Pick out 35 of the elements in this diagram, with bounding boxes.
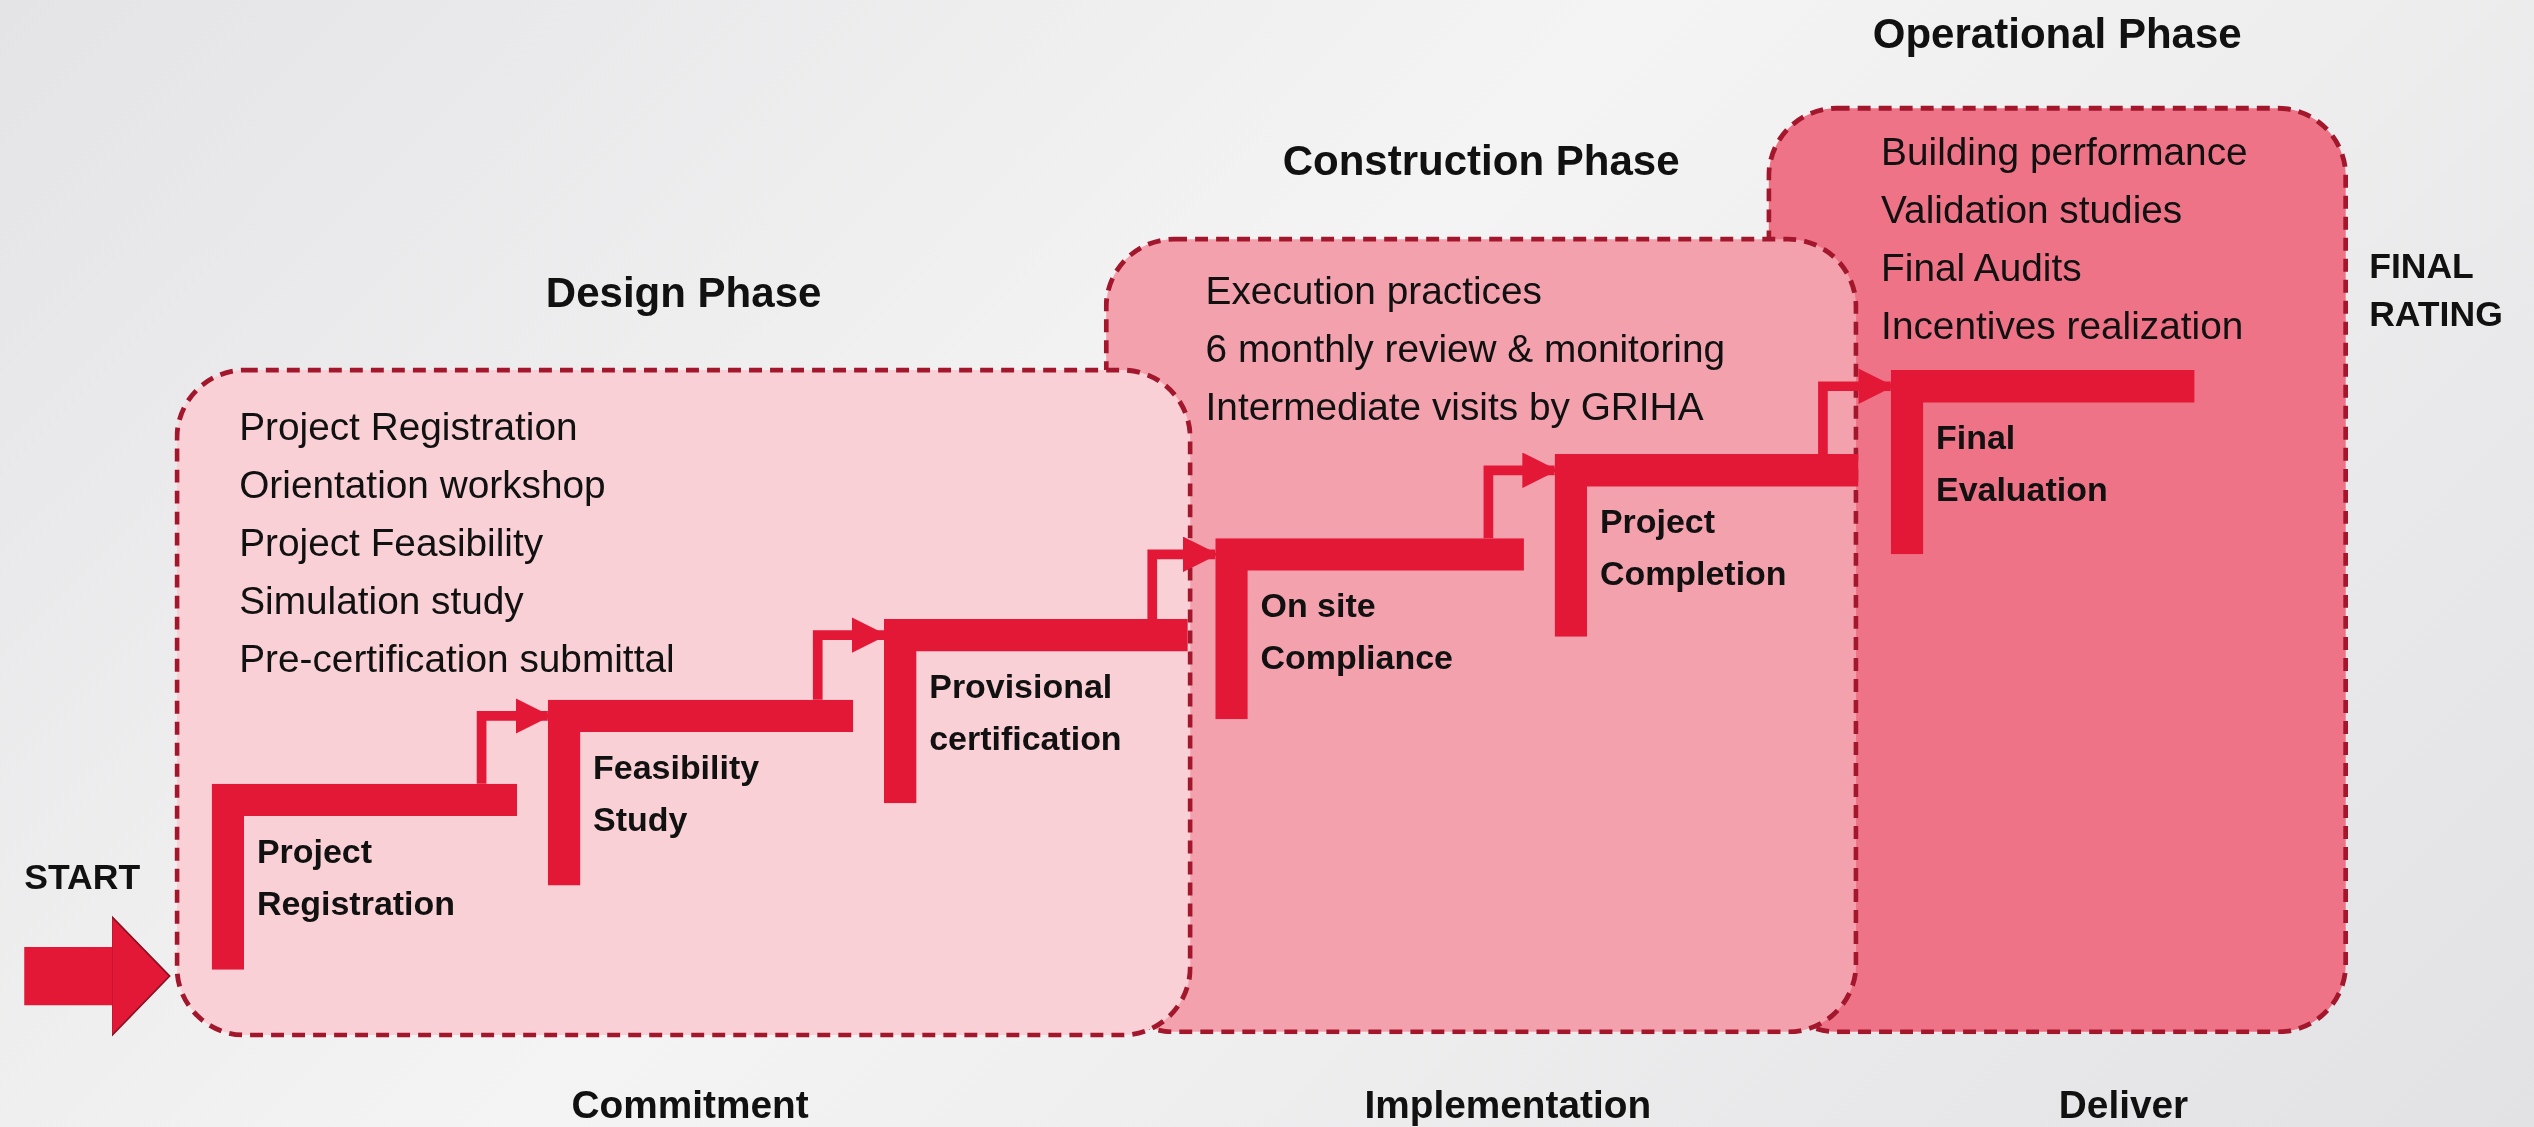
step-shape	[211, 783, 518, 970]
phase-label: Deliver	[2058, 1082, 2189, 1127]
task-item: Project Feasibility	[239, 519, 544, 566]
step-shape	[1554, 454, 1859, 637]
task-item: Incentives realization	[1881, 302, 2244, 350]
step-shape	[547, 699, 854, 886]
step-label: Final Evaluation	[1936, 417, 2109, 510]
step-arrow	[1147, 536, 1219, 619]
task-item: Orientation workshop	[239, 461, 606, 508]
step-label: Project Registration	[256, 831, 456, 924]
phase-label: Commitment	[571, 1082, 809, 1127]
note-label: FINAL RATING	[2369, 244, 2504, 337]
phase-heading: Operational Phase	[1872, 9, 2242, 60]
task-item: Pre-certification submittal	[239, 635, 675, 683]
task-item: Final Audits	[1881, 244, 2082, 292]
task-item: Intermediate visits by GRIHA	[1205, 383, 1704, 431]
step-shape	[1890, 370, 2195, 555]
step-shape	[1215, 538, 1524, 720]
block-arrow	[24, 915, 171, 1037]
note-label: START	[24, 855, 141, 899]
task-item: Simulation study	[239, 577, 524, 625]
step-label: Feasibility Study	[593, 747, 761, 840]
step-shape	[884, 618, 1188, 804]
task-item: Project Registration	[239, 403, 578, 450]
phase-heading: Design Phase	[545, 268, 822, 319]
task-item: Execution practices	[1205, 267, 1542, 314]
phase-heading: Construction Phase	[1282, 135, 1680, 186]
step-label: Project Completion	[1599, 501, 1788, 594]
step-label: Provisional certification	[929, 666, 1123, 759]
task-item: Validation studies	[1881, 186, 2183, 234]
phase-label: Implementation	[1364, 1082, 1652, 1127]
step-label: On site Compliance	[1260, 585, 1454, 678]
step-arrow	[1483, 452, 1558, 539]
task-item: Building performance	[1881, 128, 2248, 175]
task-item: 6 monthly review & monitoring	[1205, 325, 1726, 373]
